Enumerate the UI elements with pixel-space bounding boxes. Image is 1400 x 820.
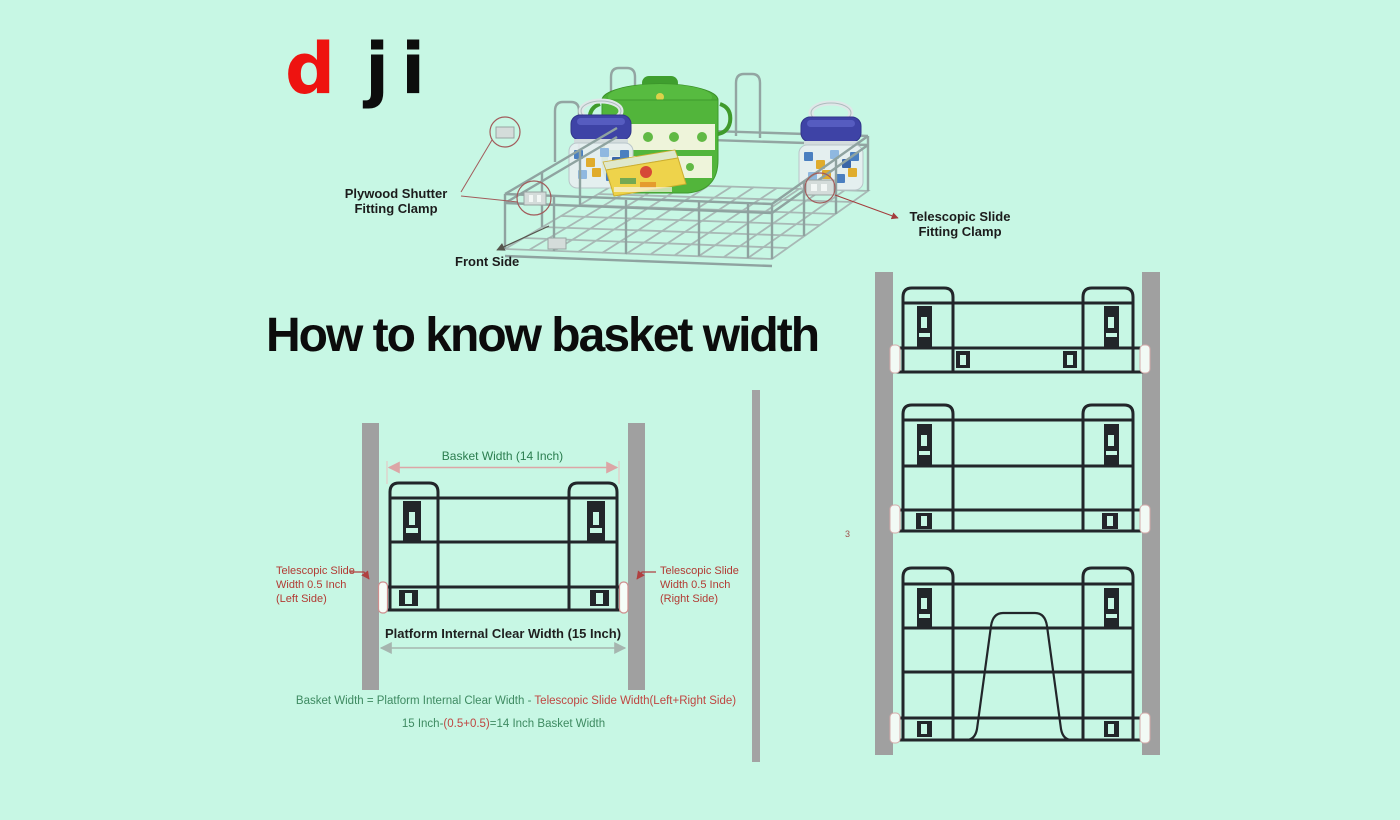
logo-letter-d: d — [285, 28, 336, 110]
stack-rail-left — [875, 272, 893, 755]
bottle-holder-outline — [965, 611, 1073, 742]
basket-width-dimension-label: Basket Width (14 Inch) — [441, 449, 564, 463]
telescopic-slide-right — [618, 581, 629, 614]
basket-front-view-brackets — [399, 501, 609, 606]
stack-basket-bottom — [889, 566, 1151, 744]
telescopic-slide-left — [377, 581, 389, 614]
leader-line-front-side — [496, 225, 550, 251]
stack-diagram — [875, 272, 1160, 755]
leader-line-plywood-1 — [460, 139, 493, 193]
stack-basket-middle — [889, 403, 1151, 534]
logo-letter-j: j — [365, 28, 390, 110]
callout-circle-plywood-top — [489, 116, 521, 148]
leader-line-plywood-2 — [460, 195, 519, 203]
platform-width-label: Platform Internal Clear Width (15 Inch) — [384, 626, 622, 641]
jar-right — [798, 100, 864, 191]
formula-line-2: 15 Inch-(0.5+0.5)=14 Inch Basket Width — [401, 718, 606, 730]
logo-letter-i: i — [401, 28, 426, 110]
photo-annotations — [460, 116, 899, 251]
leader-right-slide — [636, 570, 656, 580]
basket-front-view — [387, 481, 620, 612]
right-slide-width-label: Telescopic Slide Width 0.5 Inch (Right S… — [660, 565, 739, 605]
callout-circle-plywood-bottom — [516, 180, 552, 216]
plywood-clamp-label: Plywood Shutter Fitting Clamp — [344, 186, 448, 216]
stack-rail-right — [1142, 272, 1160, 755]
telescopic-clamp-label: Telescopic Slide Fitting Clamp — [909, 209, 1011, 239]
stack-basket-top — [889, 286, 1151, 374]
plywood-panel-right — [628, 423, 645, 690]
leader-line-telescopic — [834, 194, 899, 220]
plywood-panel-left — [362, 423, 379, 690]
stray-mark: 3 — [845, 529, 851, 539]
front-side-label: Front Side — [455, 254, 520, 269]
product-photo — [495, 66, 871, 268]
left-slide-width-label: Telescopic Slide Width 0.5 Inch (Left Si… — [276, 565, 355, 605]
divider-strip — [752, 390, 760, 762]
page-title: How to know basket width — [266, 309, 820, 362]
leader-left-slide — [350, 570, 370, 580]
clamp-fittings — [495, 126, 835, 250]
callout-circle-telescopic — [804, 172, 836, 204]
measure-diagram — [350, 423, 656, 690]
juice-box — [602, 149, 687, 197]
formula-line-1: Basket Width = Platform Internal Clear W… — [295, 695, 737, 707]
